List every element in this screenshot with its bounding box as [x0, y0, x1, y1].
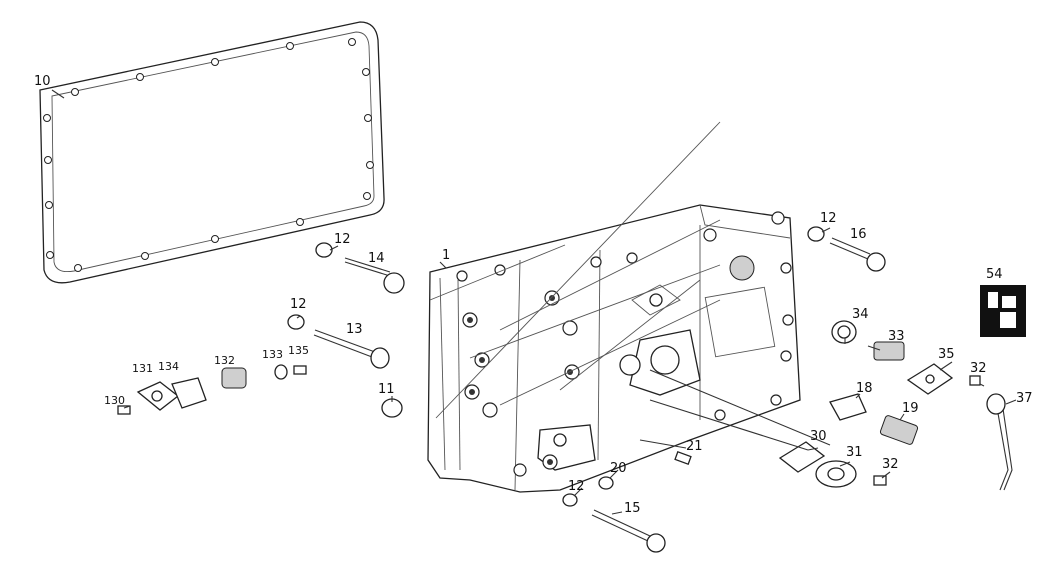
callout-18: 18 [856, 381, 873, 396]
callout-32: 32 [970, 361, 987, 376]
callout-132: 132 [214, 354, 235, 367]
callout-12: 12 [568, 479, 585, 494]
callout-131: 131 [132, 362, 153, 375]
gasket-10 [39, 21, 385, 284]
callout-31: 31 [846, 445, 863, 460]
callout-30: 30 [810, 429, 827, 444]
callout-15: 15 [624, 501, 641, 516]
callout-10: 10 [34, 74, 51, 89]
callout-21: 21 [686, 439, 703, 454]
callout-33: 33 [888, 329, 905, 344]
callout-16: 16 [850, 227, 867, 242]
callout-133: 133 [262, 348, 283, 361]
callout-11: 11 [378, 382, 395, 397]
callout-12: 12 [820, 211, 837, 226]
callout-13: 13 [346, 322, 363, 337]
callouts: 10 1 12 14 12 13 11 131 134 130 132 133 … [34, 74, 1033, 516]
callout-14: 14 [368, 251, 385, 266]
callout-12: 12 [290, 297, 307, 312]
callout-12: 12 [334, 232, 351, 247]
callout-35: 35 [938, 347, 955, 362]
callout-34: 34 [852, 307, 869, 322]
callout-37: 37 [1016, 391, 1033, 406]
callout-134: 134 [158, 360, 179, 373]
leader-lines [51, 89, 1017, 515]
callout-54: 54 [986, 267, 1003, 282]
callout-1: 1 [442, 248, 450, 263]
callout-130: 130 [104, 394, 125, 407]
callout-135: 135 [288, 344, 309, 357]
callout-19: 19 [902, 401, 919, 416]
small-parts [117, 226, 1013, 553]
callout-20: 20 [610, 461, 627, 476]
callout-32: 32 [882, 457, 899, 472]
housing-1 [427, 121, 801, 493]
label-plate-54 [980, 285, 1026, 337]
